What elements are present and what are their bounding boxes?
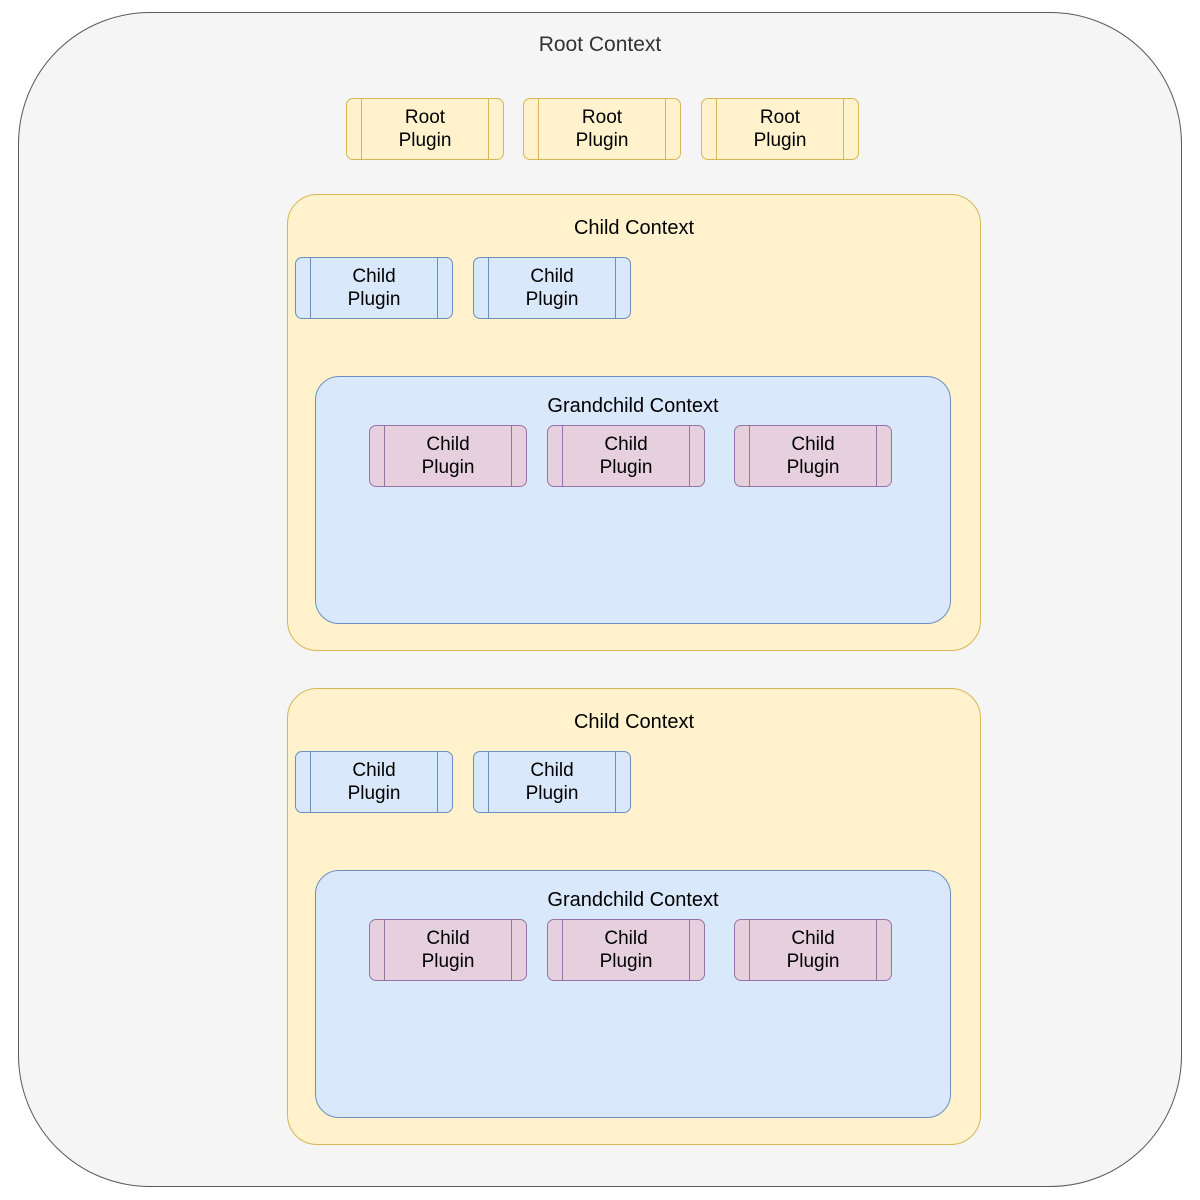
root-plugin-3-line1: Root — [759, 107, 801, 128]
grandchild-context-1-plugin-3[interactable]: Child Plugin — [734, 425, 892, 487]
grandchild-context-2-plugin-3-line1: Child — [791, 928, 835, 949]
child-context-1-plugin-2[interactable]: Child Plugin — [473, 257, 631, 319]
root-plugin-1-line2: Plugin — [398, 130, 452, 151]
grandchild-context-2-plugin-2-line2: Plugin — [599, 951, 653, 972]
grandchild-context-2-plugin-2-line1: Child — [604, 928, 648, 949]
root-plugin-1-line1: Root — [404, 107, 446, 128]
grandchild-context-1[interactable]: Grandchild Context Child Plugin Child Pl… — [315, 376, 951, 624]
grandchild-context-1-plugin-1-line1: Child — [426, 434, 470, 455]
child-context-2-plugin-1-line1: Child — [352, 760, 396, 781]
root-context-title: Root Context — [538, 33, 662, 56]
child-context-2-plugin-1[interactable]: Child Plugin — [295, 751, 453, 813]
child-context-1-title: Child Context — [573, 217, 695, 239]
child-context-2-plugin-2[interactable]: Child Plugin — [473, 751, 631, 813]
grandchild-context-1-plugin-3-line1: Child — [791, 434, 835, 455]
child-context-2[interactable]: Child Context Child Plugin Child Plugin … — [287, 688, 981, 1145]
grandchild-context-2-plugin-3[interactable]: Child Plugin — [734, 919, 892, 981]
child-context-2-plugin-2-line1: Child — [530, 760, 574, 781]
root-plugin-1[interactable]: Root Plugin — [346, 98, 504, 160]
root-plugin-3[interactable]: Root Plugin — [701, 98, 859, 160]
grandchild-context-2-plugin-1-line1: Child — [426, 928, 470, 949]
child-context-1-plugin-1[interactable]: Child Plugin — [295, 257, 453, 319]
grandchild-context-1-plugin-2-line2: Plugin — [599, 457, 653, 478]
grandchild-context-2-title: Grandchild Context — [547, 889, 719, 911]
grandchild-context-2-plugin-2[interactable]: Child Plugin — [547, 919, 705, 981]
grandchild-context-1-plugin-1-line2: Plugin — [421, 457, 475, 478]
grandchild-context-2-plugin-3-line2: Plugin — [786, 951, 840, 972]
child-context-2-title: Child Context — [573, 711, 695, 733]
grandchild-context-2-plugin-1-line2: Plugin — [421, 951, 475, 972]
grandchild-context-1-title: Grandchild Context — [547, 395, 719, 417]
child-context-1-plugin-2-line2: Plugin — [525, 289, 579, 310]
grandchild-context-1-plugin-1[interactable]: Child Plugin — [369, 425, 527, 487]
root-plugin-2-line1: Root — [581, 107, 623, 128]
child-context-1-plugin-2-line1: Child — [530, 266, 574, 287]
grandchild-context-1-plugin-3-line2: Plugin — [786, 457, 840, 478]
grandchild-context-1-plugin-2-line1: Child — [604, 434, 648, 455]
child-context-1[interactable]: Child Context Child Plugin Child Plugin … — [287, 194, 981, 651]
root-plugin-2[interactable]: Root Plugin — [523, 98, 681, 160]
child-context-1-plugin-1-line1: Child — [352, 266, 396, 287]
grandchild-context-1-plugin-2[interactable]: Child Plugin — [547, 425, 705, 487]
root-plugin-2-line2: Plugin — [575, 130, 629, 151]
root-plugin-3-line2: Plugin — [753, 130, 807, 151]
child-context-2-plugin-1-line2: Plugin — [347, 783, 401, 804]
child-context-1-plugin-1-line2: Plugin — [347, 289, 401, 310]
grandchild-context-2-plugin-1[interactable]: Child Plugin — [369, 919, 527, 981]
child-context-2-plugin-2-line2: Plugin — [525, 783, 579, 804]
root-context-container[interactable]: Root Context Root Plugin Root Plugin Roo… — [18, 12, 1182, 1187]
grandchild-context-2[interactable]: Grandchild Context Child Plugin Child Pl… — [315, 870, 951, 1118]
